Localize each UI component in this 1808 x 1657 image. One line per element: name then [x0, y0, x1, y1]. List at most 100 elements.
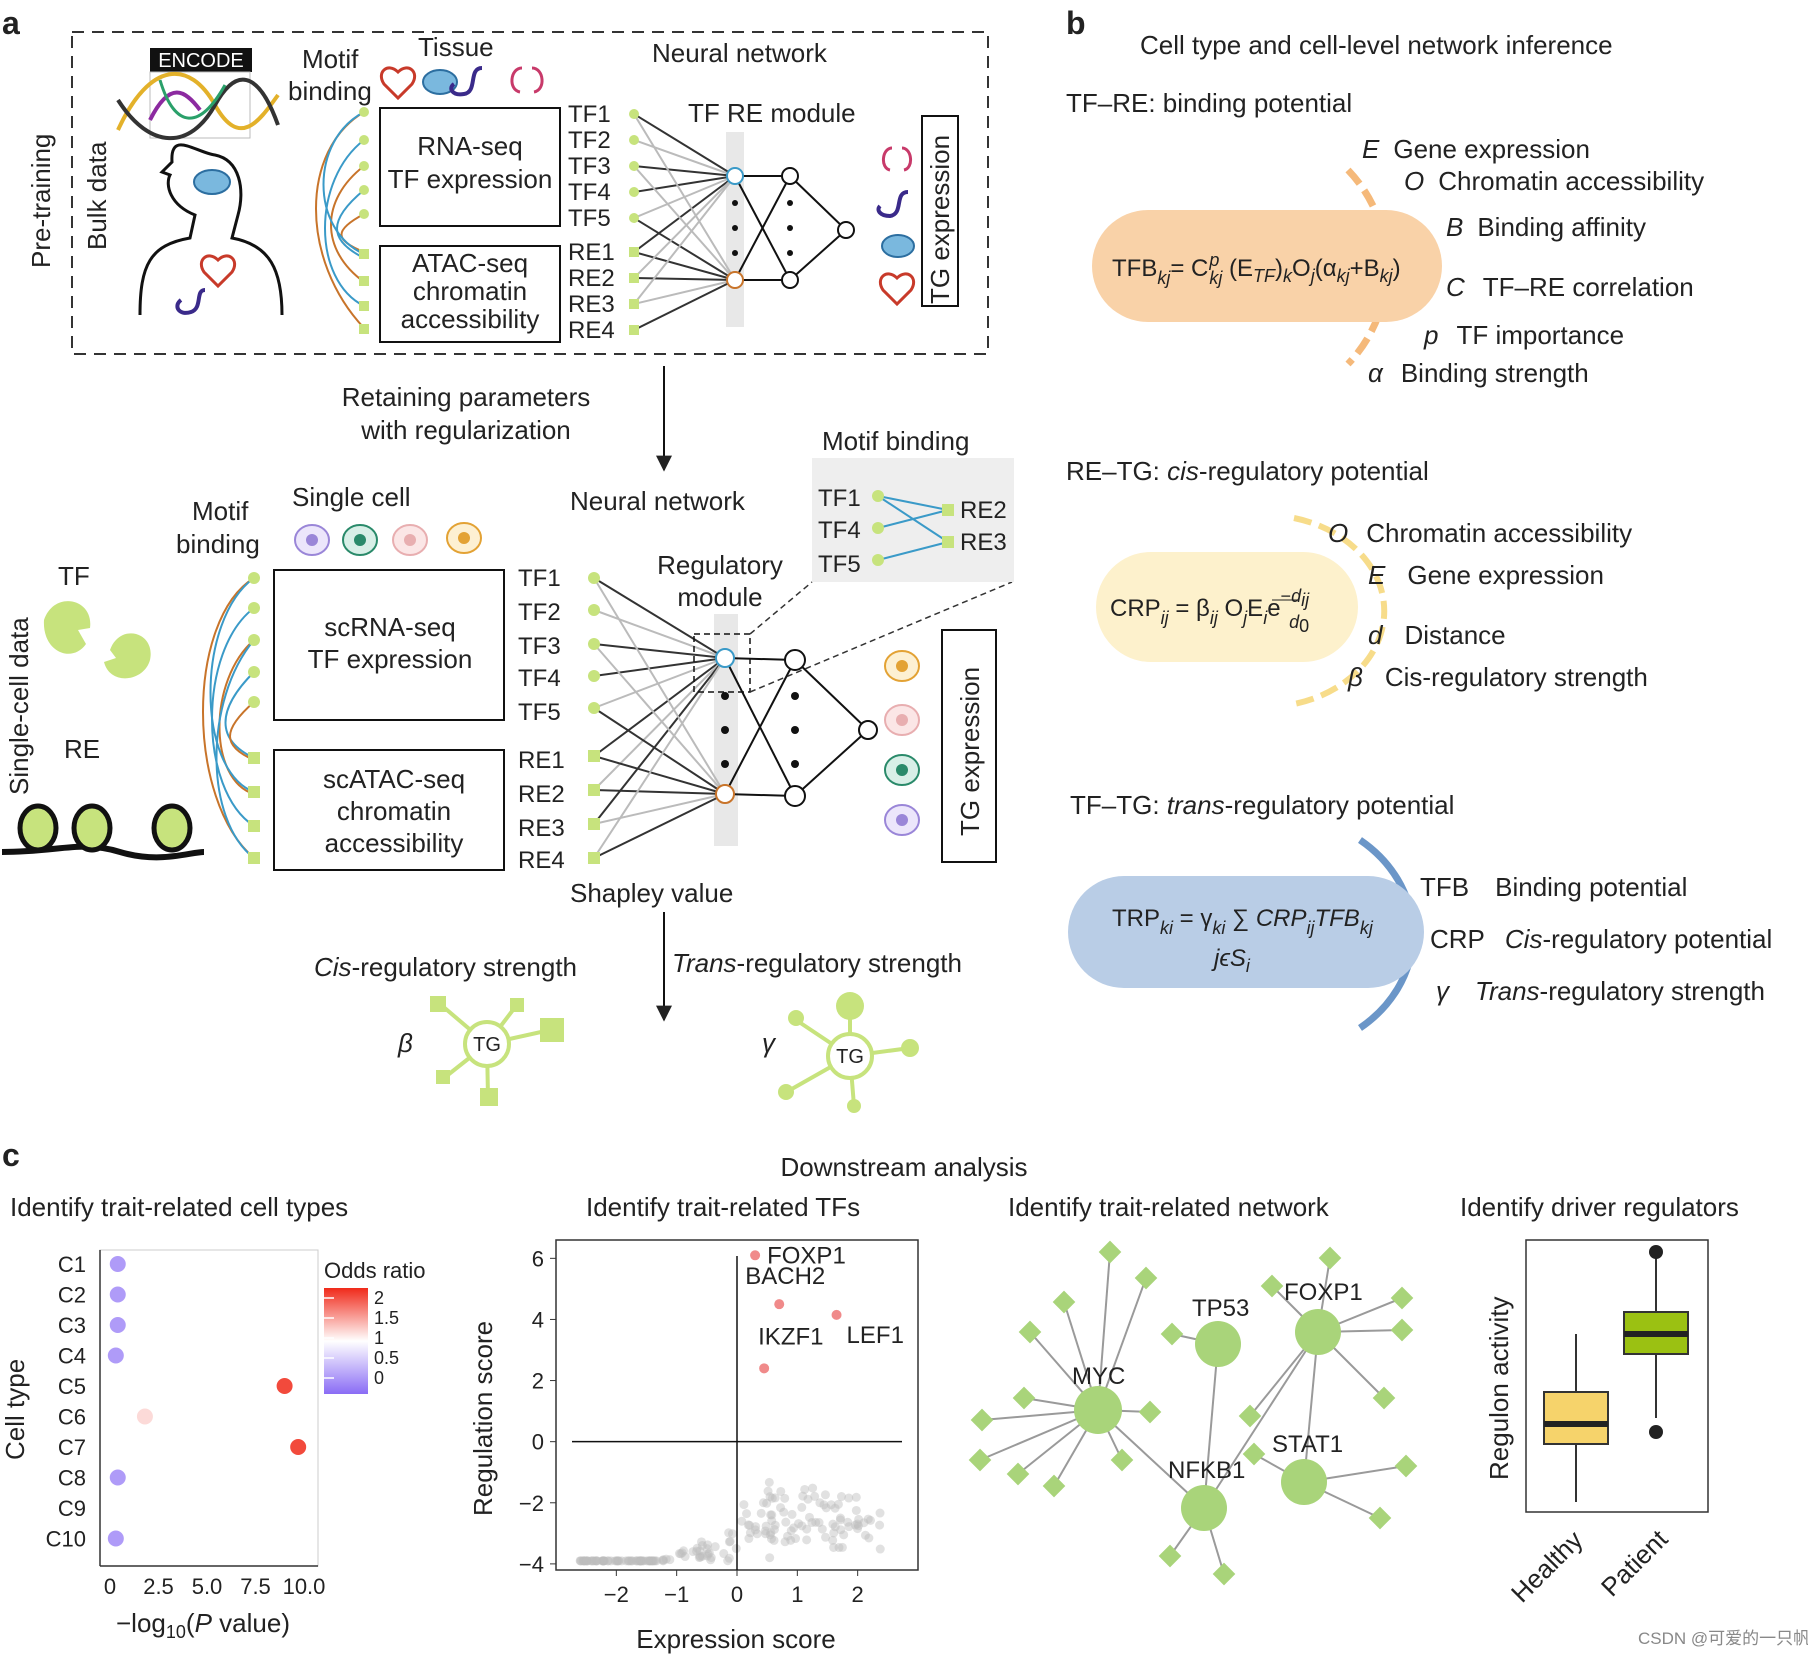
inset-tf: TF5: [818, 551, 861, 578]
background-point: [819, 1500, 829, 1510]
svg-text:pTF importance: pTF importance: [1423, 320, 1624, 350]
background-point: [576, 1556, 586, 1566]
background-point: [820, 1490, 830, 1500]
brain-icon: [193, 169, 231, 195]
background-point: [835, 1515, 845, 1525]
background-point: [769, 1524, 779, 1534]
background-point: [745, 1520, 755, 1530]
network-leaf-node: [1098, 1240, 1122, 1264]
re-label: RE1: [568, 239, 615, 266]
panel-b-letter: b: [1066, 5, 1086, 41]
background-point: [789, 1523, 799, 1533]
bulk-data-label: Bulk data: [82, 141, 112, 250]
background-point: [765, 1492, 775, 1502]
network-hub-label: MYC: [1072, 1363, 1125, 1390]
background-point: [836, 1492, 846, 1502]
background-point: [765, 1553, 775, 1563]
background-point: [635, 1556, 645, 1566]
motif-binding-inset: TF1 TF4 TF5 RE2 RE3: [812, 458, 1014, 582]
background-point: [706, 1553, 716, 1563]
background-point: [674, 1549, 684, 1559]
subtitle-drivers: Identify driver regulators: [1460, 1192, 1739, 1222]
background-point: [725, 1536, 735, 1546]
network-edge: [1303, 1331, 1319, 1483]
background-point: [875, 1520, 885, 1530]
cell-type-dot: [109, 1317, 126, 1333]
background-point: [752, 1529, 762, 1539]
neural-network-label-sc: Neural network: [570, 486, 746, 516]
background-point: [797, 1502, 807, 1512]
background-point: [767, 1510, 777, 1520]
inset-tf: TF4: [818, 517, 861, 544]
panel-c-letter: c: [2, 1137, 20, 1173]
background-point: [839, 1530, 849, 1540]
background-point: [853, 1521, 863, 1531]
network-hub-node: [1295, 1309, 1341, 1355]
background-point: [828, 1535, 838, 1545]
y-tick-label: C4: [58, 1344, 86, 1369]
tf-label: TF2: [568, 127, 611, 154]
motif-binding-label-2: binding: [288, 76, 372, 106]
point-label: IKZF1: [758, 1323, 823, 1350]
re-label: RE3: [518, 815, 565, 842]
inset-re: RE3: [960, 529, 1007, 556]
background-point: [697, 1540, 707, 1550]
background-point: [760, 1526, 770, 1536]
cell-type-dot: [276, 1378, 293, 1394]
scrna-line1: scRNA-seq: [324, 612, 455, 642]
background-point: [627, 1556, 637, 1566]
background-point: [798, 1491, 808, 1501]
y-tick-label: C7: [58, 1435, 86, 1460]
background-point: [830, 1503, 840, 1513]
category-label-healthy: Healthy: [1505, 1525, 1589, 1609]
background-point: [834, 1543, 844, 1553]
network-leaf-node: [1158, 1544, 1182, 1568]
tfre-header: TF–RE: binding potential: [1066, 88, 1352, 118]
network-hub-node: [1181, 1485, 1227, 1531]
y-tick-label: C1: [58, 1252, 86, 1277]
neural-network-top: [629, 109, 855, 335]
network-leaf-node: [1212, 1562, 1236, 1586]
legend-tick-label: 1.5: [374, 1308, 399, 1328]
trans-strength-label: Trans-regulatory strength: [672, 948, 962, 978]
tf-label: TF1: [568, 101, 611, 128]
background-point: [603, 1556, 613, 1566]
tf-label: TF5: [518, 699, 561, 726]
panel-c-title: Downstream analysis: [780, 1152, 1027, 1182]
network-hub-node: [1281, 1459, 1327, 1505]
y-tick-label: 6: [532, 1246, 544, 1271]
background-point: [648, 1556, 658, 1566]
background-point: [781, 1517, 791, 1527]
background-point: [613, 1556, 623, 1566]
background-point: [797, 1521, 807, 1531]
y-tick-label: 2: [532, 1369, 544, 1394]
single-cell-icons: [294, 522, 482, 556]
background-point: [875, 1508, 885, 1518]
background-point: [603, 1556, 613, 1566]
background-point: [658, 1556, 668, 1566]
beta-symbol: β: [397, 1028, 413, 1058]
background-point: [645, 1556, 655, 1566]
tissue-kidney-icon: [510, 66, 544, 94]
motif-binding-sc-2: binding: [176, 529, 260, 559]
motif-arcs-bottom: [202, 577, 255, 859]
background-point: [581, 1556, 591, 1566]
x-tick-label: 7.5: [240, 1574, 271, 1599]
background-point: [821, 1503, 831, 1513]
background-point: [599, 1556, 609, 1566]
x-tick-label: −2: [604, 1582, 629, 1607]
scatac-seq-box: [273, 749, 505, 871]
background-point: [763, 1486, 773, 1496]
background-point: [803, 1494, 813, 1504]
background-point: [786, 1526, 796, 1536]
cell-type-dot: [109, 1469, 126, 1486]
background-point: [833, 1499, 843, 1509]
background-point: [817, 1524, 827, 1534]
background-point: [692, 1543, 702, 1553]
tftg-sum-index: jϵSi: [1211, 945, 1251, 976]
